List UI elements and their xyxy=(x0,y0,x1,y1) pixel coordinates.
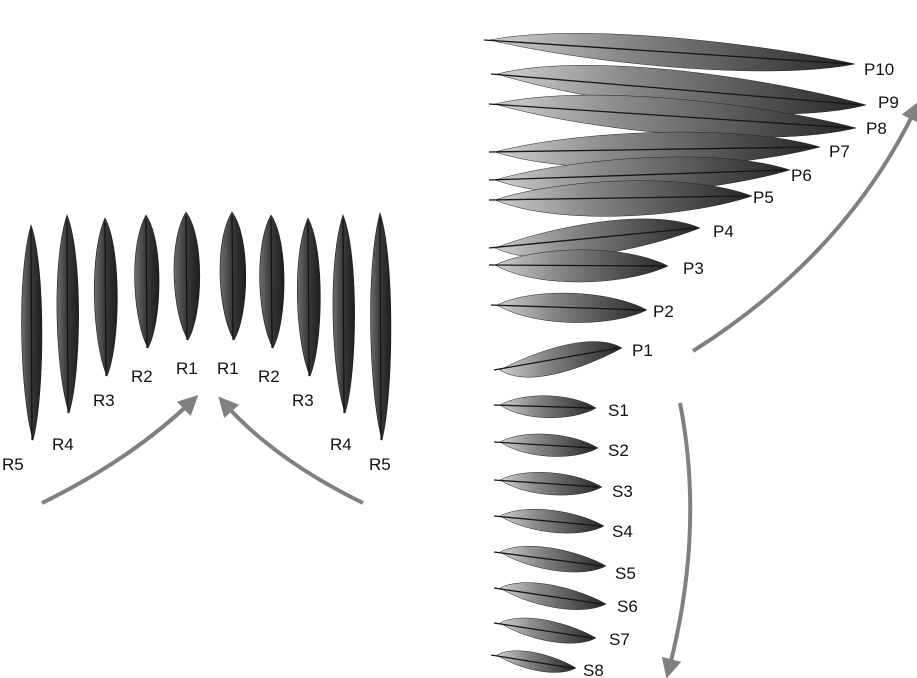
tail-label-r2-right: R2 xyxy=(258,367,280,386)
wing-feather-shapes xyxy=(484,33,866,672)
wing-label-p10: P10 xyxy=(864,60,894,79)
tail-label-r3-left: R3 xyxy=(93,391,115,410)
tail-label-r2-left: R2 xyxy=(131,367,153,386)
tail-feather-group: R5 R4 R3 R2 R1 R1 R2 R3 R4 R5 xyxy=(2,212,391,474)
wing-label-p8: P8 xyxy=(866,119,887,138)
wing-feather-group: P10 P9 P8 P7 P6 P5 P4 P3 P2 P1 S1 S2 S3 … xyxy=(484,33,899,678)
wing-label-s4: S4 xyxy=(612,522,633,541)
tail-label-r5-right: R5 xyxy=(369,455,391,474)
wing-label-s1: S1 xyxy=(608,401,629,420)
tail-label-r1-left: R1 xyxy=(176,359,198,378)
wing-label-p3: P3 xyxy=(683,259,704,278)
wing-label-p2: P2 xyxy=(653,302,674,321)
wing-label-s8: S8 xyxy=(583,661,604,678)
wing-label-p7: P7 xyxy=(829,142,850,161)
wing-label-p1: P1 xyxy=(632,341,653,360)
tail-feather-shapes xyxy=(22,212,391,440)
wing-label-s3: S3 xyxy=(612,482,633,501)
tail-label-r4-right: R4 xyxy=(330,435,352,454)
secondary-arrow xyxy=(669,403,690,669)
wing-label-p9: P9 xyxy=(878,93,899,112)
tail-label-r4-left: R4 xyxy=(52,435,74,454)
tail-label-r5-left: R5 xyxy=(2,455,24,474)
wing-label-p5: P5 xyxy=(753,188,774,207)
wing-feather-s8 xyxy=(497,651,576,673)
wing-label-s5: S5 xyxy=(615,564,636,583)
tail-label-r3-right: R3 xyxy=(292,391,314,410)
wing-label-s2: S2 xyxy=(608,441,629,460)
wing-label-p6: P6 xyxy=(791,166,812,185)
wing-label-s6: S6 xyxy=(617,597,638,616)
wing-label-s7: S7 xyxy=(609,630,630,649)
tail-label-r1-right: R1 xyxy=(217,359,239,378)
molt-sequence-arrows xyxy=(42,110,915,669)
wing-feather-p1 xyxy=(500,342,622,378)
wing-label-p4: P4 xyxy=(713,222,734,241)
